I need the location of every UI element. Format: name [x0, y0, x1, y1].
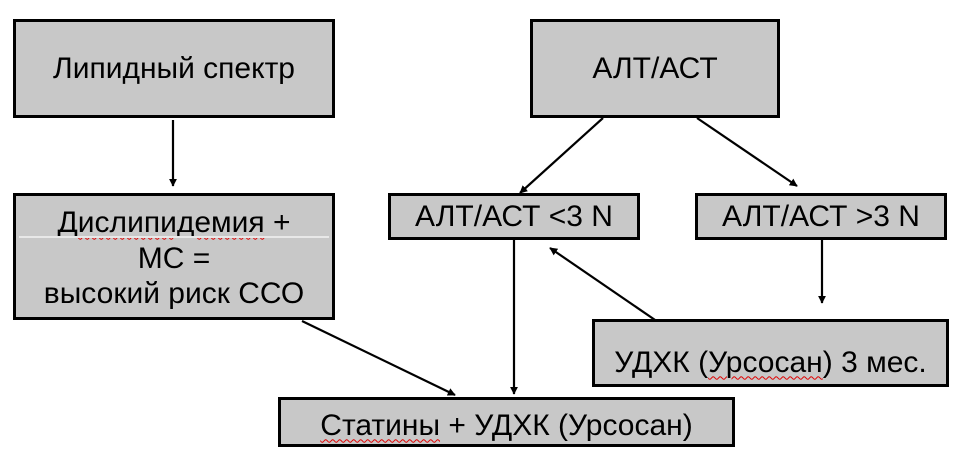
- node-alt-ast-label: АЛТ/АСТ: [592, 51, 718, 85]
- node-lipid-spectrum: Липидный спектр: [13, 19, 335, 118]
- node-alt-ast-high-label: АЛТ/АСТ >3 N: [722, 199, 920, 233]
- node-alt-ast-high: АЛТ/АСТ >3 N: [695, 193, 947, 240]
- udca-ursosan-word: Урсосан: [708, 346, 823, 380]
- arrow-altast-to-low: [519, 117, 604, 194]
- node-dyslipidemia-line3: высокий риск ССО: [43, 277, 305, 311]
- node-dyslipidemia-line1: Дислипидемия +: [57, 205, 290, 240]
- node-lipid-spectrum-label: Липидный спектр: [53, 51, 295, 85]
- node-statins-label: Статины + УДХК (Урсосан): [320, 408, 692, 443]
- arrow-altast-to-high: [696, 117, 798, 187]
- node-dyslipidemia-line2: МС =: [137, 241, 211, 275]
- node-alt-ast-low: АЛТ/АСТ <3 N: [388, 193, 640, 240]
- node-alt-ast: АЛТ/АСТ: [530, 19, 780, 118]
- node-alt-ast-low-label: АЛТ/АСТ <3 N: [415, 199, 613, 233]
- udca-abbr: УДХК (: [614, 346, 709, 380]
- dyslipidemia-word: Дислипидемия: [57, 206, 265, 240]
- arrow-dyslipidemia-to-statins: [301, 320, 456, 396]
- node-dyslipidemia: Дислипидемия + МС = высокий риск ССО: [13, 193, 335, 320]
- node-udca-label: УДХК (Урсосан) 3 мес.: [614, 345, 927, 380]
- dyslipidemia-plus: +: [264, 206, 291, 240]
- statins-rest: + УДХК (Урсосан): [440, 409, 693, 443]
- statins-word: Статины: [320, 409, 441, 443]
- node-statins-udca: Статины + УДХК (Урсосан): [278, 397, 735, 447]
- udca-duration: ) 3 мес.: [822, 346, 927, 380]
- node-udca-3-months: УДХК (Урсосан) 3 мес.: [592, 319, 949, 387]
- arrow-udca-to-low: [549, 247, 659, 323]
